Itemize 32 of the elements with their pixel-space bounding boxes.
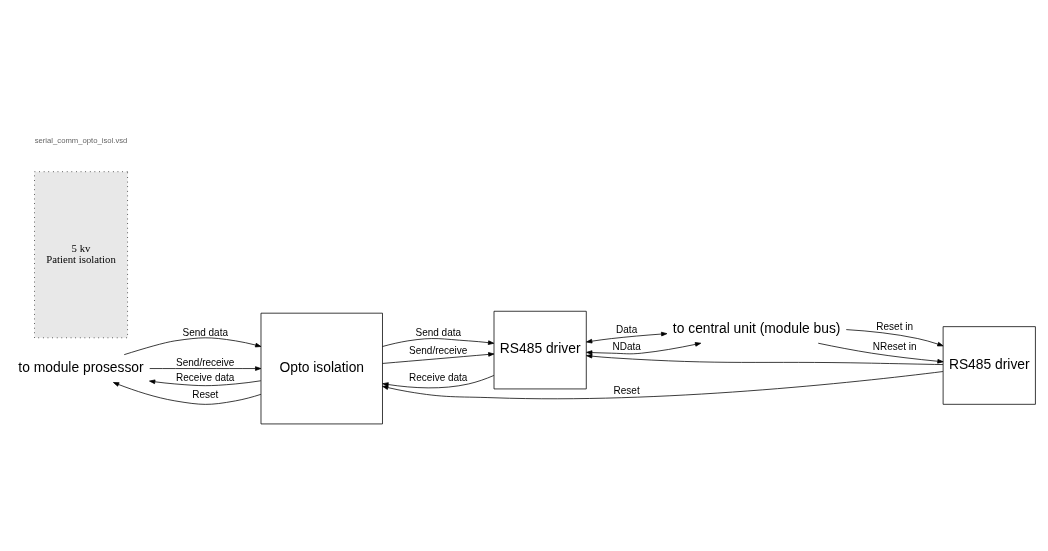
label: serial_comm_opto_isol.vsd (34, 135, 128, 145)
arrow (817, 342, 944, 364)
node-box: RS485 driver (942, 326, 1036, 405)
node-box: RS485 driver (493, 310, 587, 390)
edge-label: NReset in (872, 341, 917, 353)
edge-label: Reset in (876, 320, 913, 332)
arrow (382, 371, 944, 400)
arrow (113, 382, 262, 405)
arrow (586, 342, 702, 355)
node-text: to central unit (module bus) (672, 319, 841, 336)
arrow (123, 337, 262, 356)
node-box: Opto isolation (260, 312, 383, 425)
arrow (382, 352, 495, 364)
edge-label: Send/receive (409, 345, 468, 357)
arrow (845, 329, 944, 347)
edge-label: Send data (182, 326, 228, 338)
node-text: to module prosessor (18, 358, 144, 375)
arrow (586, 353, 944, 365)
edge-label: NData (612, 341, 641, 353)
edge-label: Data (616, 324, 638, 336)
edge-label: Send/receive (176, 356, 235, 368)
arrow (586, 331, 668, 344)
arrow (382, 338, 495, 347)
node-box: 5 kv Patient isolation (34, 171, 128, 339)
arrow (149, 379, 262, 387)
edge-label: Receive data (176, 372, 235, 384)
edge-label: Reset (192, 389, 219, 401)
arrow (382, 375, 495, 389)
edge-label: Reset (613, 385, 640, 397)
arrow (149, 366, 262, 371)
edge-label: Send data (415, 326, 462, 338)
edge-label: Receive data (409, 372, 468, 384)
